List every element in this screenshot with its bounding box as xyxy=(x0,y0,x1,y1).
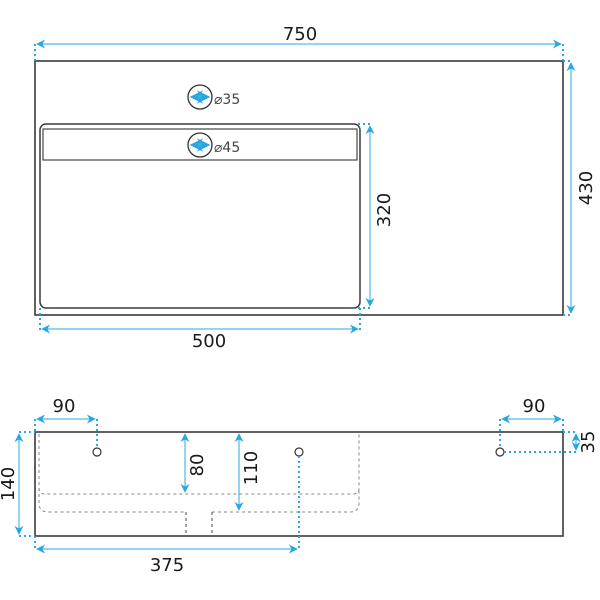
faucet-hole-diameter: ⌀35 xyxy=(214,92,240,108)
drain-hole-icon xyxy=(187,132,213,158)
left-hole-offset-label: 90 xyxy=(53,396,76,417)
dimension-overall-width xyxy=(34,39,564,61)
overall-depth-label: 430 xyxy=(576,171,597,205)
dimension-left-hole-offset xyxy=(34,414,98,448)
drain-hole-diameter: ⌀45 xyxy=(214,140,240,156)
dimension-basin-width xyxy=(39,308,361,334)
faucet-hole-icon xyxy=(187,84,213,110)
front-view: 90 90 35 140 80 110 xyxy=(0,396,599,576)
left-hole-icon xyxy=(92,447,102,457)
overflow-slot xyxy=(42,128,358,161)
dimension-hole-height xyxy=(504,431,581,453)
basin-outline xyxy=(39,123,361,309)
dimension-drain-offset xyxy=(34,456,300,554)
overall-width-label: 750 xyxy=(283,24,317,45)
top-view: ⌀35 ⌀45 750 430 320 xyxy=(34,24,597,352)
inner-depth-label: 80 xyxy=(187,454,208,477)
countertop-outline xyxy=(34,60,564,316)
right-hole-icon xyxy=(495,447,505,457)
center-hole-icon xyxy=(294,447,304,457)
dimension-right-hole-offset xyxy=(499,414,564,448)
height-label: 140 xyxy=(0,467,19,501)
hidden-basin-lines xyxy=(38,434,360,536)
right-hole-offset-label: 90 xyxy=(523,396,546,417)
basin-depth-label: 320 xyxy=(374,193,395,227)
drain-offset-label: 375 xyxy=(150,555,184,576)
dimension-height xyxy=(14,431,35,537)
basin-width-label: 500 xyxy=(192,331,226,352)
outer-depth-label: 110 xyxy=(241,451,262,485)
dimension-overall-depth xyxy=(563,60,576,316)
hole-height-label: 35 xyxy=(578,431,599,454)
dimension-basin-depth xyxy=(358,123,375,309)
